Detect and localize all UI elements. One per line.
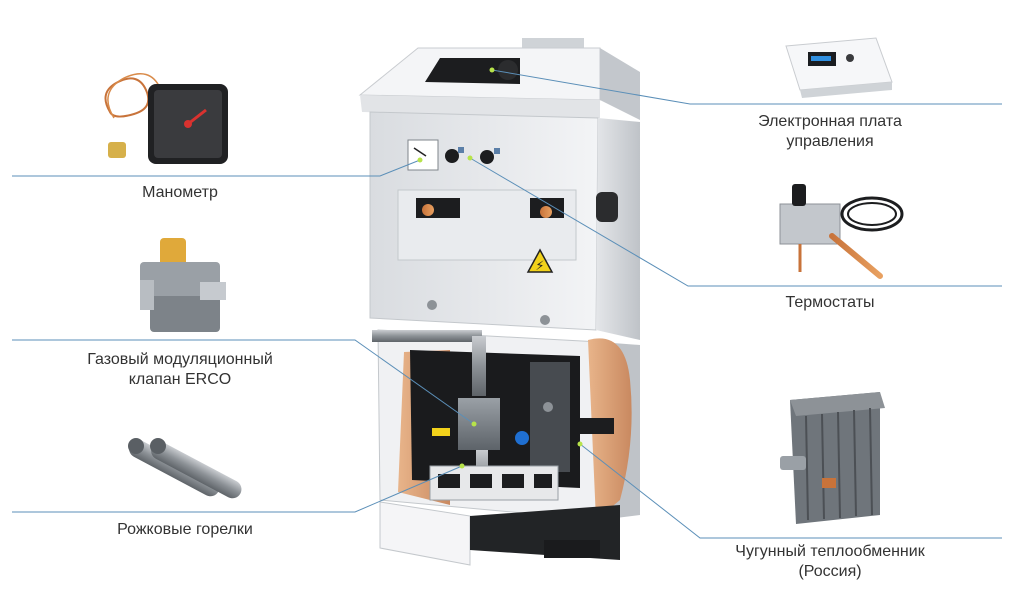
thermostats-thumb [779, 184, 904, 279]
marker-thermostats [467, 155, 473, 161]
control-board-thumb [785, 37, 893, 98]
label-heat-exchanger: Чугунный теплообменник (Россия) [735, 543, 925, 580]
leader-gas-valve [12, 339, 475, 425]
leader-heat-exchanger [579, 443, 1002, 539]
gas-pipe-horizontal [372, 330, 482, 342]
gas-valve-block [458, 398, 500, 450]
marker-manometer [417, 157, 423, 163]
marker-gas-valve [471, 421, 477, 427]
leader-control-board [491, 69, 1002, 105]
leader-burners [12, 465, 463, 513]
marker-heat-exchanger [577, 441, 583, 447]
label-gas-valve: Газовый модуляционный клапан ERCO [87, 351, 273, 388]
marker-control-board [489, 67, 495, 73]
front-door-flap [379, 501, 471, 566]
knob-left [445, 149, 459, 163]
marker-burners [459, 463, 465, 469]
label-manometer: Манометр [142, 184, 218, 201]
side-outlet [596, 192, 618, 222]
knob-right [480, 150, 494, 164]
label-thermostats: Термостаты [785, 294, 875, 311]
manometer-fitting [108, 142, 126, 158]
manometer-thumb [104, 73, 228, 164]
warning-sign [526, 248, 554, 273]
gas-valve-connector [160, 238, 186, 266]
warning-icon: ⚡ [535, 259, 544, 274]
burners-thumb [128, 438, 242, 499]
gas-valve-thumb [140, 238, 226, 332]
leader-manometer [12, 159, 421, 177]
leader-lines [12, 69, 1002, 539]
boiler-illustration: ⚡ [358, 38, 640, 566]
top-opening [425, 58, 520, 84]
point-markers [417, 67, 583, 469]
thermostat-knob [792, 184, 806, 206]
front-gauge [407, 139, 439, 171]
label-burners: Рожковые горелки [117, 521, 253, 538]
label-control-board: Электронная плата управления [758, 113, 902, 150]
leader-thermostats [469, 157, 1002, 287]
heat-exchanger-thumb [780, 392, 885, 524]
